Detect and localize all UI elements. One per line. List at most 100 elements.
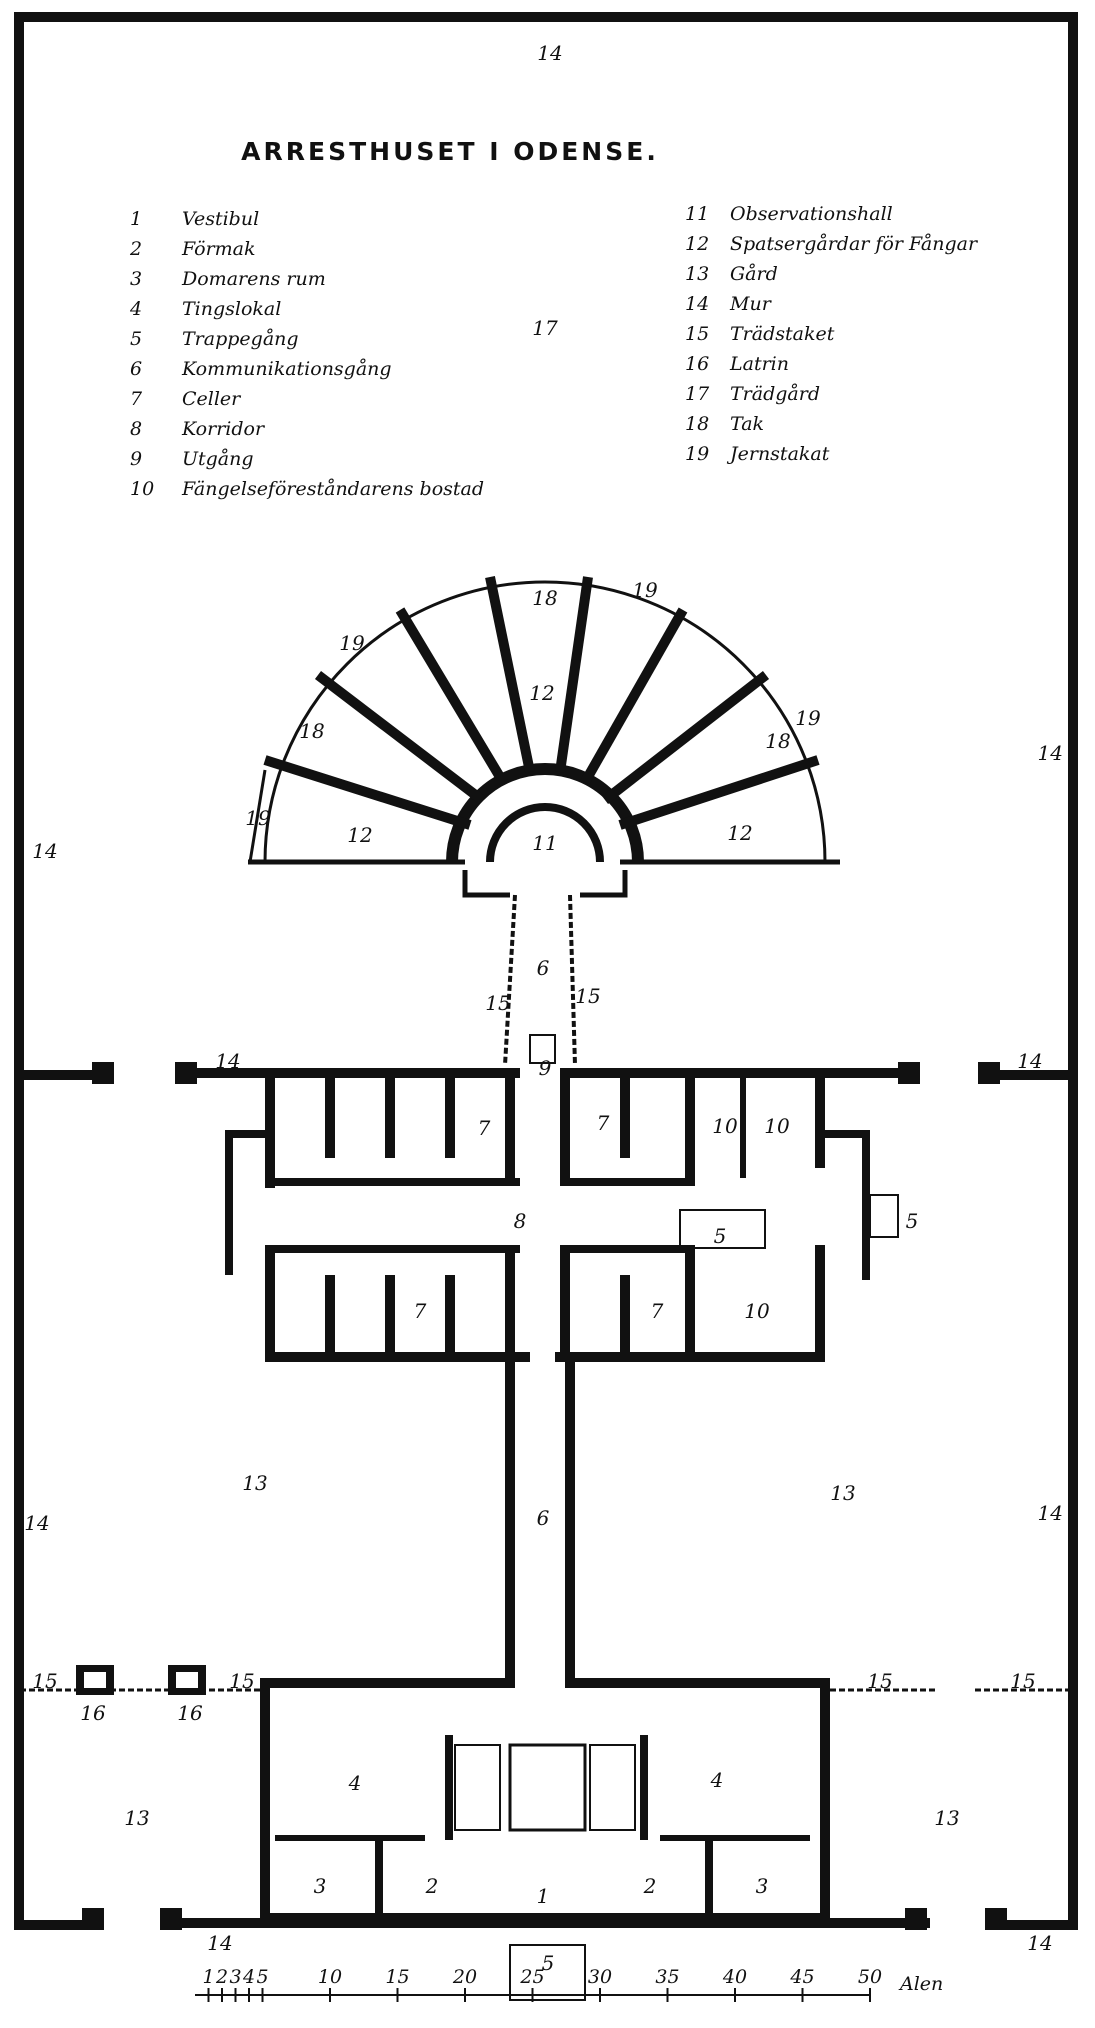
plan-label-12-c: 12: [727, 821, 752, 845]
legend-left-item-label: Korridor: [181, 418, 266, 440]
scale-tick-label: 4: [242, 1966, 255, 1988]
scale-tick-label: 1: [202, 1966, 214, 1988]
fences: [20, 1665, 1072, 1695]
plan-label-5-a: 5: [714, 1224, 727, 1248]
legend-left-item-label: Förmak: [181, 238, 256, 260]
plan-label-7-c: 7: [414, 1299, 427, 1323]
legend-right-item-label: Mur: [729, 293, 773, 315]
plan-label-14-mid-right: 14: [1038, 1501, 1063, 1525]
plan-label-13-b: 13: [830, 1481, 855, 1505]
plan-label-13-a: 13: [242, 1471, 267, 1495]
lower-passage: [505, 1360, 575, 1680]
plan-label-15-e: 15: [867, 1669, 892, 1693]
legend-right-item-label: Observationshall: [730, 203, 893, 225]
scale-tick-label: 2: [215, 1966, 228, 1988]
legend-right-item-label: Jernstakat: [726, 443, 830, 465]
plan-label-8: 8: [514, 1209, 527, 1233]
plan-label-18-b: 18: [299, 719, 324, 743]
legend-right-item-number: 16: [685, 353, 709, 375]
plan-label-14-bottom-right: 14: [1027, 1931, 1052, 1955]
plan-label-10-b: 10: [764, 1114, 790, 1138]
plan-label-14-right: 14: [1038, 741, 1063, 765]
plan-label-7-a: 7: [478, 1116, 491, 1140]
legend-left-item-label: Utgång: [182, 448, 254, 470]
plan-label-12-a: 12: [529, 681, 554, 705]
legend-left-item-number: 6: [130, 358, 142, 380]
plan-label-19-d: 19: [245, 806, 271, 830]
plan-label-19-c: 19: [795, 706, 821, 730]
plan-label-4-a: 4: [348, 1771, 362, 1795]
scale-tick-label: 5: [256, 1966, 268, 1988]
plan-label-15-f: 15: [1010, 1669, 1035, 1693]
plan-label-18-c: 18: [765, 729, 790, 753]
plan-label-17: 17: [532, 316, 558, 340]
scale-tick-label: 10: [318, 1966, 342, 1988]
plan-label-13-c: 13: [124, 1806, 149, 1830]
plan-label-15-c: 15: [32, 1669, 57, 1693]
legend-right-item-number: 17: [685, 383, 710, 405]
scale-tick-label: 3: [229, 1966, 241, 1988]
legend-left-item-number: 8: [130, 418, 142, 440]
scale-tick-label: 45: [789, 1966, 814, 1988]
plan-label-6-b: 6: [537, 1506, 550, 1530]
legend-left-item-label: Fängelseföreståndarens bostad: [181, 478, 484, 500]
legend-right-item-label: Trädstaket: [730, 323, 835, 345]
legend-left-item-label: Vestibul: [182, 208, 259, 230]
cell-block: [20, 1062, 1072, 1362]
plan-number-labels: 14 17 18 19 19 12 18 19 18 14 19 12 11 1…: [24, 41, 1063, 1975]
legend-right-item-label: Latrin: [729, 353, 789, 375]
plan-label-19-a: 19: [632, 578, 658, 602]
scale-tick-label: 15: [385, 1966, 409, 1988]
plan-label-14-top: 14: [537, 41, 562, 65]
plan-title: ARRESTHUSET I ODENSE.: [241, 137, 659, 166]
plan-label-16-a: 16: [80, 1701, 106, 1725]
legend-right-item-number: 15: [685, 323, 709, 345]
plan-label-15-d: 15: [229, 1669, 254, 1693]
legend-right-item-number: 13: [685, 263, 709, 285]
plan-label-7-d: 7: [651, 1299, 664, 1323]
legend-right-item-number: 18: [685, 413, 709, 435]
legend-left-item-label: Tingslokal: [182, 298, 281, 320]
plan-label-14-mid-left: 14: [24, 1511, 49, 1535]
plan-label-13-d: 13: [934, 1806, 959, 1830]
plan-label-2-b: 2: [643, 1874, 657, 1898]
plan-label-6-a: 6: [537, 956, 550, 980]
plan-label-19-b: 19: [339, 631, 365, 655]
legend-left-item-number: 1: [130, 208, 142, 230]
legend-left-item-number: 3: [130, 268, 142, 290]
plan-label-14-wall-left: 14: [215, 1049, 240, 1073]
plan-label-7-b: 7: [597, 1111, 610, 1135]
plan-label-3-b: 3: [756, 1874, 769, 1898]
scale-tick-label: 30: [588, 1966, 612, 1988]
plan-label-12-b: 12: [347, 823, 372, 847]
plan-label-1: 1: [537, 1884, 550, 1908]
plan-label-14-left: 14: [32, 839, 57, 863]
plan-label-2-a: 2: [425, 1874, 439, 1898]
legend-right-item-label: Gård: [730, 263, 778, 285]
legend-right-item-number: 12: [685, 233, 709, 255]
plan-label-15-a: 15: [485, 991, 510, 1015]
legend-left-item-number: 10: [130, 478, 154, 500]
plan-label-18-a: 18: [532, 586, 557, 610]
legend-left-item-number: 2: [129, 238, 142, 260]
legend-right-item-label: Trädgård: [730, 383, 820, 405]
legend-right-item-number: 19: [685, 443, 709, 465]
exercise-yards: [248, 575, 840, 898]
court-building: [260, 1678, 830, 2001]
plan-label-14-wall-right: 14: [1017, 1049, 1042, 1073]
legend-left-item-label: Domarens rum: [181, 268, 326, 290]
legend-left-item-number: 5: [130, 328, 142, 350]
legend-right-item-label: Tak: [730, 413, 764, 435]
scale-tick-label: 50: [858, 1966, 882, 1988]
scale-tick-label: 20: [452, 1966, 477, 1988]
plan-label-5-c: 5: [542, 1951, 555, 1975]
upper-passage: [503, 894, 577, 1066]
scale-unit: Alen: [898, 1973, 943, 1995]
legend-left-item-label: Trappegång: [182, 328, 299, 350]
scale-tick-label: 35: [655, 1966, 679, 1988]
plan-label-11: 11: [532, 831, 557, 855]
legend-left-item-number: 4: [129, 298, 142, 320]
